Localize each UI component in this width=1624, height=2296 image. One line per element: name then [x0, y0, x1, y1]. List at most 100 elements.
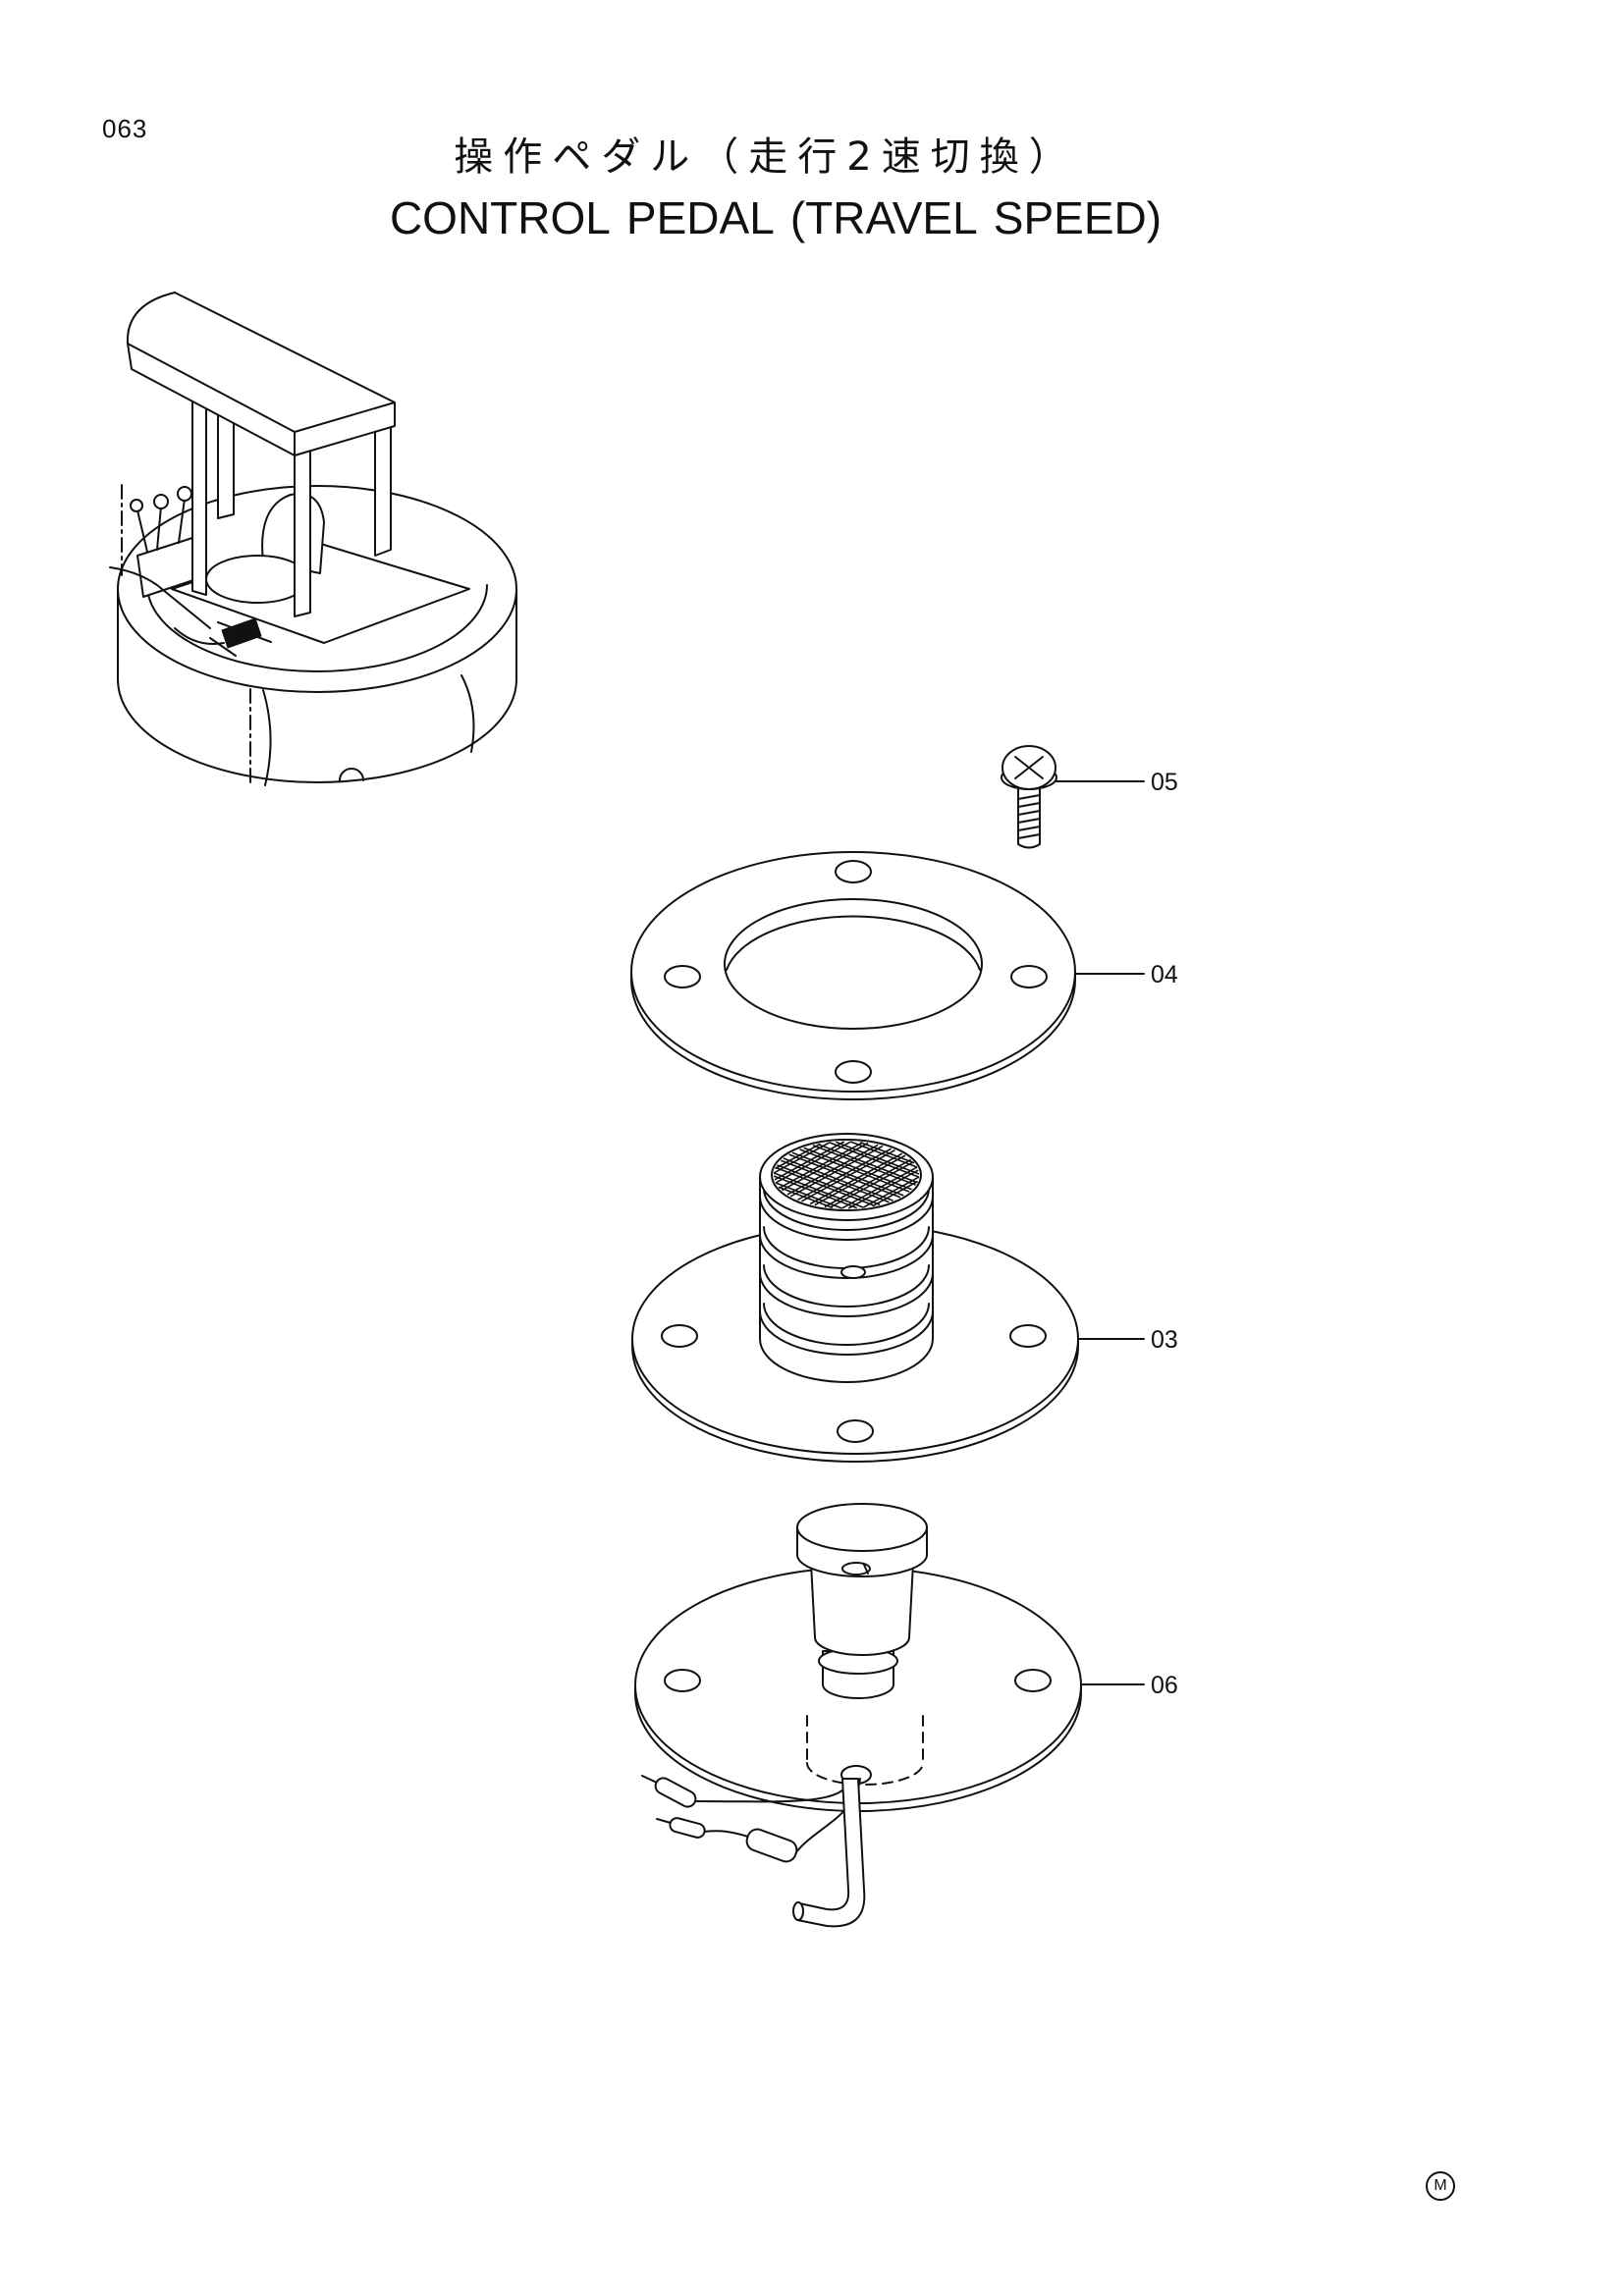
canopy-roof: [126, 292, 396, 456]
ring-plate-part: 04: [630, 851, 1178, 1100]
ring-plate-opening: [724, 898, 983, 1030]
tread-grid-line: [777, 1164, 881, 1205]
tread-grid-line: [817, 1143, 918, 1184]
turntable-inner-rim: [146, 584, 488, 672]
manufacturer-mark: M: [1426, 2171, 1455, 2201]
tread-grid-line: [799, 1148, 910, 1193]
bellows-body: [759, 1176, 934, 1383]
wire-connector: [654, 1777, 697, 1808]
hidden-switch-bottom: [806, 1762, 924, 1786]
tread-grid-line: [775, 1143, 821, 1170]
wire-connector-body: [654, 1777, 697, 1808]
switch-cap-top: [796, 1503, 928, 1552]
page-title-japanese: 操作ペダル（走行2速切換）: [454, 134, 1078, 180]
canopy-roof-edge: [127, 343, 396, 456]
wire-connector-body: [669, 1817, 706, 1839]
mounting-hole: [837, 1419, 874, 1443]
cross-recess-icon: [1014, 756, 1044, 779]
mounting-hole: [1014, 1669, 1052, 1692]
ring-plate-inner-wall: [726, 915, 981, 971]
tread-grid-line: [836, 1141, 920, 1175]
control-lever: [156, 506, 162, 551]
tread-grid-line: [781, 1142, 869, 1192]
wire: [703, 1830, 749, 1838]
switch-cap-notch-line: [863, 1564, 869, 1575]
tread-grid-line: [791, 1151, 904, 1197]
wire: [641, 1775, 672, 1824]
bellows-ridge: [759, 1310, 934, 1356]
lever-knob: [153, 494, 169, 509]
tread-grid-line: [829, 1142, 920, 1178]
screw-shank: [1017, 784, 1041, 849]
hidden-switch-body: [806, 1715, 924, 1764]
tread-grid-line: [812, 1145, 916, 1186]
ring-plate-outer-edge: [630, 851, 1076, 1093]
pedal-cover-part: 03: [631, 1133, 1178, 1463]
screw-thread: [1017, 794, 1041, 839]
tread-pattern: [773, 1141, 920, 1209]
switch-body: [810, 1562, 914, 1656]
turntable-top-rim: [117, 588, 517, 693]
machine-overview-drawing: [109, 292, 517, 786]
mounting-hole: [835, 1060, 872, 1084]
wire-connector: [745, 1828, 798, 1863]
mounting-hole: [664, 965, 701, 988]
travel-pedal-location-marker: [221, 617, 262, 649]
bellows-front-hole: [840, 1265, 866, 1279]
pedal-switch-part: 06: [634, 1503, 1178, 1928]
page-title-english: CONTROL PEDAL (TRAVEL SPEED): [389, 192, 1163, 243]
bellows-ridge: [763, 1264, 930, 1308]
bellows-ridge: [763, 1188, 930, 1231]
wire-connector: [669, 1817, 706, 1839]
manufacturer-mark-letter: M: [1434, 2177, 1447, 2194]
counterweight-seam: [262, 689, 272, 786]
page-number: 063: [102, 114, 148, 143]
rear-notch: [339, 768, 364, 781]
tread-grid-line: [778, 1186, 834, 1209]
counterweight-seam: [460, 674, 475, 753]
operator-seat: [205, 555, 309, 604]
callout-number: 04: [1151, 961, 1178, 988]
mounting-hole: [661, 1324, 698, 1348]
tread-grid-line: [775, 1182, 842, 1209]
travel-pedal-hatch: [209, 621, 272, 657]
tread-grid-line: [803, 1147, 912, 1191]
tread-grid-line: [788, 1153, 901, 1199]
mounting-hole: [835, 860, 872, 883]
tread-grid-line: [773, 1172, 864, 1208]
control-lever: [136, 509, 148, 553]
lever-knob: [130, 499, 143, 512]
tread-grid-line: [775, 1166, 876, 1207]
control-lever: [178, 498, 186, 544]
tread-grid-line: [773, 1175, 857, 1209]
callout-number: 06: [1151, 1672, 1178, 1699]
mounting-hole: [1009, 1324, 1047, 1348]
callout-number: 03: [1151, 1326, 1178, 1354]
tread-grid-line: [774, 1141, 845, 1181]
wire-connector-body: [745, 1828, 798, 1863]
bellows-ridge: [759, 1196, 934, 1241]
canopy-pillar-front-right: [294, 449, 311, 617]
lever-knob: [177, 486, 192, 502]
tread-grid-line: [781, 1159, 890, 1203]
bellows-ridge: [763, 1303, 930, 1346]
cover-plate-thickness: [631, 1338, 1079, 1463]
tread-grid-line: [841, 1166, 918, 1209]
ring-plate-thickness: [630, 971, 1076, 1100]
callout-number: 05: [1151, 769, 1178, 796]
bellows-ridge: [759, 1234, 934, 1279]
tread-grid-line: [859, 1141, 915, 1164]
bellows-ridge: [759, 1272, 934, 1317]
tread-grid-line: [783, 1157, 893, 1201]
tread-surface: [771, 1139, 922, 1211]
mounting-hole: [1010, 965, 1048, 988]
switch-cap-notch: [841, 1562, 871, 1575]
wiring-line: [109, 566, 211, 629]
tread-grid-line: [775, 1141, 851, 1184]
tread-grid-line: [850, 1141, 918, 1168]
tread-grid-line: [847, 1169, 919, 1209]
mounting-hole: [664, 1669, 701, 1692]
wire-elbow-end: [792, 1901, 804, 1921]
